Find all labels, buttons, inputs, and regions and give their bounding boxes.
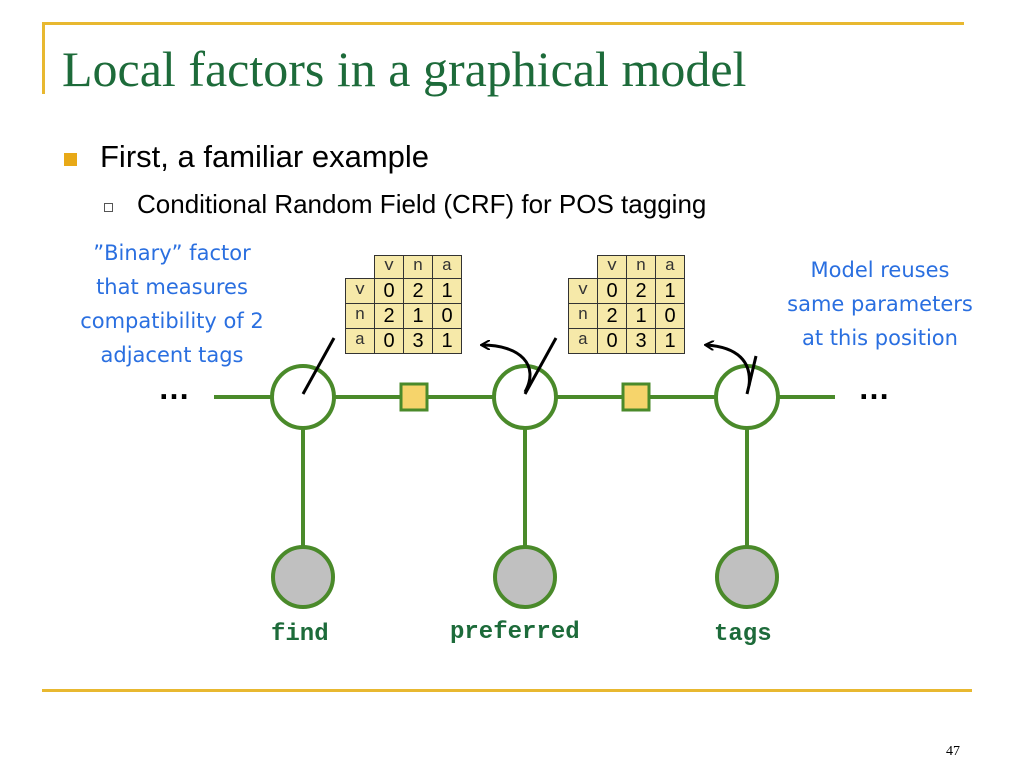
callout-line: Model reuses — [810, 258, 950, 282]
callout-line: that measures — [96, 275, 248, 299]
table-cell: 0 — [374, 328, 404, 354]
observed-word-node — [271, 545, 335, 609]
title-frame-vertical-rule — [42, 22, 45, 94]
table-cell: 1 — [432, 278, 462, 304]
table-cell: 0 — [432, 303, 462, 329]
observed-word-node — [493, 545, 557, 609]
table-cell: 3 — [403, 328, 433, 354]
factor-table: v n a v 0 2 1 n 2 1 0 a 0 3 1 — [568, 255, 685, 354]
table-cell: 0 — [597, 328, 627, 354]
table-corner — [345, 255, 375, 279]
hollow-square-bullet-icon — [104, 203, 113, 212]
table-cell: 0 — [597, 278, 627, 304]
table-cell: 2 — [374, 303, 404, 329]
callout-line: adjacent tags — [100, 343, 244, 367]
table-cell: 1 — [655, 328, 685, 354]
column-header: a — [655, 255, 685, 279]
curved-arrow — [706, 345, 751, 387]
word-label-preferred: preferred — [450, 619, 580, 646]
table-cell: 1 — [403, 303, 433, 329]
table-cell: 1 — [626, 303, 656, 329]
ellipsis-left: … — [158, 370, 190, 406]
variable-value-line — [745, 355, 758, 395]
table-cell: 1 — [655, 278, 685, 304]
variable-value-line — [523, 337, 558, 395]
column-header: v — [597, 255, 627, 279]
row-header: n — [345, 303, 375, 329]
row-header: n — [568, 303, 598, 329]
word-label-tags: tags — [714, 621, 772, 648]
table-cell: 0 — [655, 303, 685, 329]
table-cell: 2 — [597, 303, 627, 329]
table-cell: 0 — [374, 278, 404, 304]
footer-rule — [42, 689, 972, 692]
page-number: 47 — [946, 744, 960, 759]
tag-variable-node — [714, 364, 780, 430]
table-cell: 1 — [432, 328, 462, 354]
column-header: a — [432, 255, 462, 279]
row-header: v — [568, 278, 598, 304]
row-header: v — [345, 278, 375, 304]
callout-line: same parameters — [787, 292, 973, 316]
title-frame-horizontal-rule — [42, 22, 964, 25]
word-label-find: find — [271, 621, 329, 648]
callout-line: ”Binary” factor — [93, 241, 251, 265]
row-header: a — [345, 328, 375, 354]
parameter-reuse-callout: Model reuses same parameters at this pos… — [762, 253, 998, 355]
table-cell: 2 — [403, 278, 433, 304]
slide-title: Local factors in a graphical model — [62, 41, 747, 97]
tag-variable-node — [270, 364, 336, 430]
bullet-text-level1: First, a familiar example — [100, 139, 430, 174]
table-corner — [568, 255, 598, 279]
table-cell: 2 — [626, 278, 656, 304]
callout-line: compatibility of 2 — [80, 309, 264, 333]
observed-word-node — [715, 545, 779, 609]
factor-table: v n a v 0 2 1 n 2 1 0 a 0 3 1 — [345, 255, 462, 354]
bullet-text-level2: Conditional Random Field (CRF) for POS t… — [137, 189, 707, 219]
binary-factor-node — [621, 382, 651, 412]
binary-factor-node — [399, 382, 429, 412]
table-cell: 3 — [626, 328, 656, 354]
square-bullet-icon — [64, 153, 77, 166]
curved-arrow — [482, 345, 532, 393]
row-header: a — [568, 328, 598, 354]
binary-factor-callout: ”Binary” factor that measures compatibil… — [52, 236, 292, 372]
column-header: v — [374, 255, 404, 279]
column-header: n — [626, 255, 656, 279]
tag-variable-node — [492, 364, 558, 430]
variable-value-line — [301, 337, 336, 395]
ellipsis-right: … — [858, 370, 890, 406]
callout-line: at this position — [802, 326, 958, 350]
column-header: n — [403, 255, 433, 279]
